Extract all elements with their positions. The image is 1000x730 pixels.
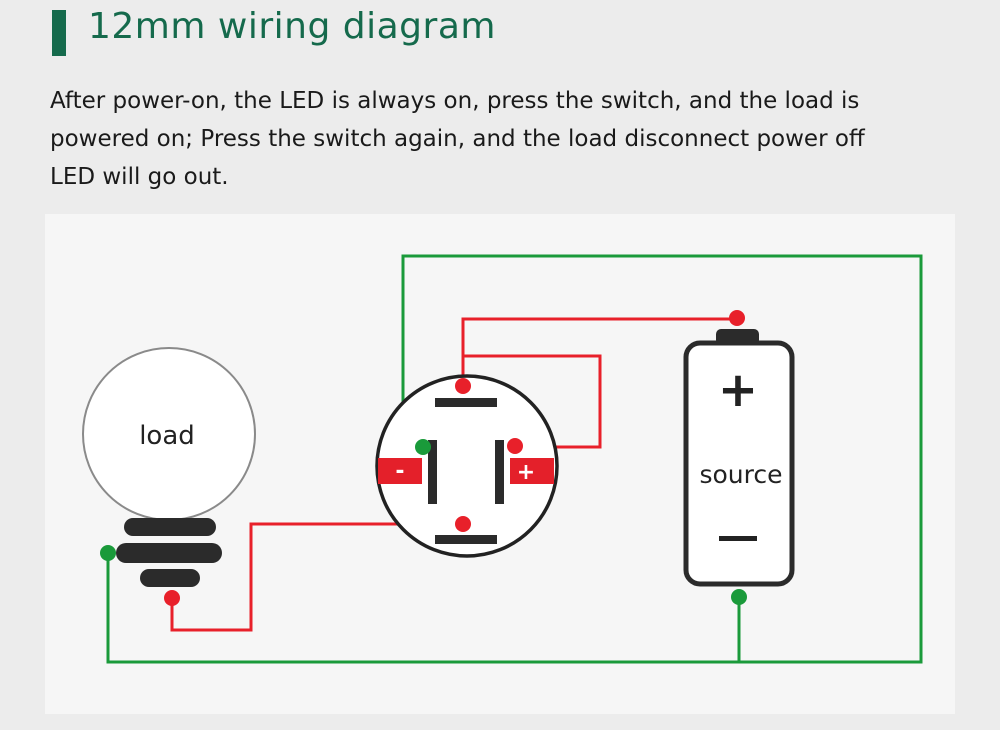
dot-load-side xyxy=(100,545,116,561)
switch-right-contact xyxy=(495,440,504,504)
dot-source-positive xyxy=(729,310,745,326)
load-label: load xyxy=(139,421,195,451)
dot-source-negative xyxy=(731,589,747,605)
positive-wires xyxy=(170,317,737,632)
switch-plus-label: + xyxy=(517,460,535,485)
red-wire-source-to-switch-top xyxy=(461,317,737,386)
description: After power-on, the LED is always on, pr… xyxy=(50,82,950,196)
description-line-3: LED will go out. xyxy=(50,164,229,190)
battery-plus-label: + xyxy=(718,362,758,418)
switch-left-contact xyxy=(428,440,437,504)
switch-minus-terminal xyxy=(378,458,422,484)
dot-switch-top xyxy=(455,378,471,394)
description-line-2: powered on; Press the switch again, and … xyxy=(50,126,865,152)
page-title: 12mm wiring diagram xyxy=(88,6,496,47)
push-switch: - + xyxy=(375,374,559,558)
bulb-base-ring-1 xyxy=(124,518,216,536)
title-accent-bar xyxy=(52,10,66,56)
switch-body xyxy=(375,374,559,558)
red-wire-switch-bottom-to-load xyxy=(170,522,463,632)
battery-minus-mark xyxy=(719,536,757,541)
dot-switch-led-plus xyxy=(507,438,523,454)
connection-points xyxy=(100,310,747,606)
battery-body xyxy=(683,340,795,587)
dot-load-tip xyxy=(164,590,180,606)
bulb-base-ring-2 xyxy=(116,543,222,563)
bulb-base-tip xyxy=(140,569,200,587)
load-bulb: load xyxy=(82,347,256,587)
source-label: source xyxy=(699,460,782,489)
dot-switch-led-minus xyxy=(415,439,431,455)
switch-plus-terminal xyxy=(510,458,554,484)
description-line-1: After power-on, the LED is always on, pr… xyxy=(50,88,860,114)
dot-switch-bottom xyxy=(455,516,471,532)
switch-bottom-contact xyxy=(435,535,497,544)
red-wire-switch-top-to-led-plus xyxy=(463,354,602,449)
switch-top-contact xyxy=(435,398,497,407)
switch-minus-label: - xyxy=(395,459,404,484)
power-source: + source xyxy=(683,329,795,587)
